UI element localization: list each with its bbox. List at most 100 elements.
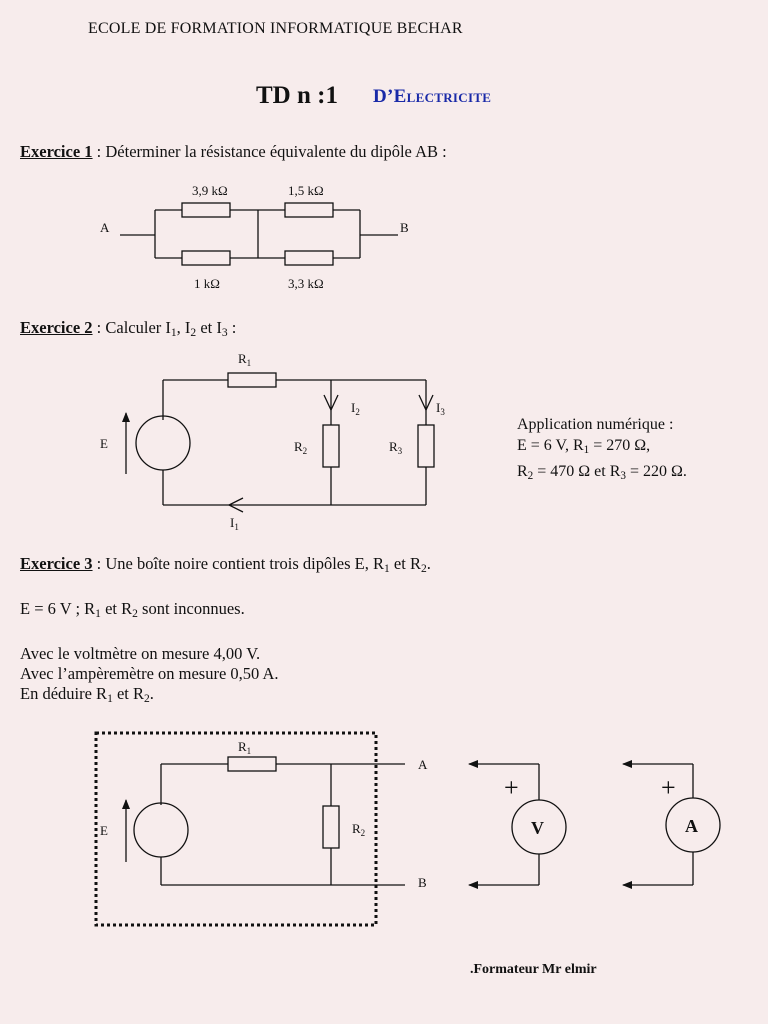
exercise3-sub: 2 xyxy=(420,562,427,575)
resistor-3-3k xyxy=(284,250,334,266)
label-text: R xyxy=(238,351,247,366)
exercise1-text: : Déterminer la résistance équivalente d… xyxy=(92,142,447,161)
label-sub: 1 xyxy=(247,358,252,368)
exercise2-text: et I xyxy=(196,318,222,337)
app-sub: 3 xyxy=(620,469,626,482)
formateur-signature: .Formateur Mr elmir xyxy=(470,962,597,977)
exercise3-text: et R xyxy=(100,598,133,618)
node-b-label: B xyxy=(418,875,427,890)
label-text: I xyxy=(436,400,440,415)
label-sub: 1 xyxy=(247,746,252,756)
label-sub: 2 xyxy=(303,446,308,456)
label-r2: R2 xyxy=(294,439,307,456)
app-sub: 2 xyxy=(527,469,534,482)
current-i2-arrow-icon xyxy=(323,394,339,412)
label-text: I xyxy=(351,400,355,415)
exercise3-line-1: Exercice 3 : Une boîte noire contient tr… xyxy=(20,554,431,579)
label-text: R xyxy=(238,739,247,754)
app-sub: 1 xyxy=(583,443,590,456)
label-sub: 3 xyxy=(398,446,403,456)
exercise3-text: et R xyxy=(389,554,421,573)
node-a-label: A xyxy=(100,220,110,235)
exercise3-sub: 1 xyxy=(107,692,113,705)
label-r-bot-left: 1 kΩ xyxy=(194,276,220,291)
label-i3: I3 xyxy=(436,400,445,417)
resistor-r3 xyxy=(417,424,435,468)
label-text: R xyxy=(352,821,361,836)
exercise3-statement: Exercice 3 : Une boîte noire contient tr… xyxy=(20,554,431,709)
application-numerique: Application numérique : E = 6 V, R1 = 27… xyxy=(517,414,687,487)
label-r2: R2 xyxy=(352,821,365,838)
exercise3-line-5: En déduire R1 et R2. xyxy=(20,684,431,709)
voltage-source-e xyxy=(133,802,189,858)
label-r-top-left: 3,9 kΩ xyxy=(192,183,228,198)
label-sub: 2 xyxy=(361,828,366,838)
resistor-r1 xyxy=(227,756,277,772)
label-r1: R1 xyxy=(238,351,251,368)
exercise1-circuit xyxy=(120,202,398,266)
label-r3: R3 xyxy=(389,439,403,456)
label-r-bot-right: 3,3 kΩ xyxy=(288,276,324,291)
app-line-1: E = 6 V, R1 = 270 Ω, xyxy=(517,435,687,461)
exercise3-line-2: E = 6 V ; R1 et R2 sont inconnues. xyxy=(20,599,431,624)
exercise3-line-4: Avec l’ampèremètre on mesure 0,50 A. xyxy=(20,663,279,683)
exercise3-text: . xyxy=(426,554,431,573)
app-text: = 470 Ω et R xyxy=(533,462,621,480)
exercise2-text: : Calculer I xyxy=(92,318,171,337)
voltmeter-plus: + xyxy=(504,773,519,802)
exercise3-circuit xyxy=(94,731,721,927)
exercise2-sub: 2 xyxy=(190,326,197,339)
label-text: R xyxy=(389,439,398,454)
ammeter-letter: A xyxy=(685,816,698,836)
exercise2-text: : xyxy=(227,318,237,337)
resistor-r2 xyxy=(322,805,340,849)
ammeter-plus: + xyxy=(661,773,676,802)
exercise3-text: sont inconnues. xyxy=(137,598,245,618)
app-title: Application numérique : xyxy=(517,416,674,433)
exercise2-sub: 3 xyxy=(221,326,228,339)
app-text: = 270 Ω, xyxy=(589,437,651,454)
label-i2: I2 xyxy=(351,400,360,417)
exercise3-label: Exercice 3 xyxy=(20,554,93,573)
app-text: E = 6 V, R xyxy=(517,437,584,454)
label-sub: 3 xyxy=(440,407,445,417)
exercise3-text: . xyxy=(149,683,154,703)
exercise3-sub: 2 xyxy=(144,692,150,705)
app-text: = 220 Ω. xyxy=(626,462,687,480)
exercise1-statement: Exercice 1 : Déterminer la résistance éq… xyxy=(20,142,447,162)
exercise3-text: et R xyxy=(112,683,145,703)
current-i3-arrow-icon xyxy=(418,394,434,412)
exercise3-sub: 2 xyxy=(132,607,138,620)
label-sub: 1 xyxy=(234,522,239,532)
page-subtitle: D’Electricite xyxy=(373,86,492,107)
exercise2-label: Exercice 2 xyxy=(20,318,93,337)
exercise2-sub: 1 xyxy=(170,326,177,339)
app-text: R xyxy=(517,462,528,480)
label-i1: I1 xyxy=(230,515,239,532)
exercise1-label: Exercice 1 xyxy=(20,142,93,161)
label-text: I xyxy=(230,515,234,530)
school-name: ECOLE DE FORMATION INFORMATIQUE BECHAR xyxy=(88,20,463,37)
app-line-2: R2 = 470 Ω et R3 = 220 Ω. xyxy=(517,461,687,487)
label-text: R xyxy=(294,439,303,454)
label-e: E xyxy=(100,436,108,451)
resistor-1-5k xyxy=(284,202,334,218)
exercise3-text: : Une boîte noire contient trois dipôles… xyxy=(92,554,384,573)
resistor-3-9k xyxy=(181,202,231,218)
resistor-1k xyxy=(181,250,231,266)
exercise2-text: , I xyxy=(176,318,191,337)
exercise2-circuit xyxy=(122,372,435,513)
voltmeter-letter: V xyxy=(531,818,544,838)
exercise3-sub: 1 xyxy=(384,562,390,575)
exercise3-sub: 1 xyxy=(95,607,101,620)
label-sub: 2 xyxy=(355,407,360,417)
exercise3-line-3: Avec le voltmètre on mesure 4,00 V. xyxy=(20,643,261,663)
label-r-top-right: 1,5 kΩ xyxy=(288,183,324,198)
resistor-r1 xyxy=(227,372,277,388)
page-title: TD n :1 xyxy=(256,82,338,109)
exercise2-statement: Exercice 2 : Calculer I1, I2 et I3 : xyxy=(20,318,236,339)
voltage-source-e xyxy=(135,415,191,471)
node-a-label: A xyxy=(418,757,428,772)
resistor-r2 xyxy=(322,424,340,468)
